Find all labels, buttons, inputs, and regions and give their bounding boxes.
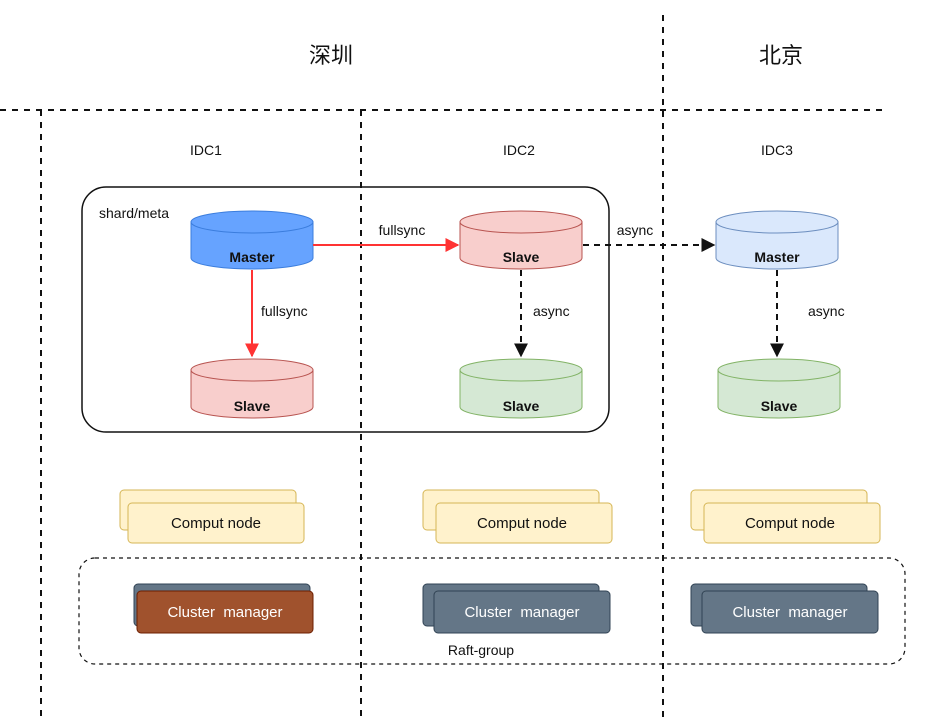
region-label-shenzhen: 深圳 — [309, 43, 353, 68]
shard-meta-group — [81, 186, 610, 433]
edge-label-fullsync-vertical: fullsync — [261, 303, 308, 319]
edge-label-async-horizontal: async — [617, 222, 654, 238]
compute-node-idc1: Comput node — [119, 489, 305, 544]
idc1-master-db: Master — [190, 210, 314, 270]
shard-meta-label: shard/meta — [99, 205, 169, 221]
idc1-slave-label: Slave — [234, 398, 271, 414]
idc1-label: IDC1 — [190, 142, 222, 158]
idc3-label: IDC3 — [761, 142, 793, 158]
compute-node-idc3: Comput node — [690, 489, 881, 544]
cluster-manager-idc2: Cluster manager — [422, 583, 611, 634]
idc2-slave-top-label: Slave — [503, 249, 540, 265]
idc3-master-db: Master — [715, 210, 839, 270]
cluster-manager-idc1-label: Cluster manager — [167, 604, 282, 621]
cluster-manager-idc3: Cluster manager — [690, 583, 879, 634]
compute-node-idc3-label: Comput node — [745, 515, 835, 532]
idc2-slave-bottom-label: Slave — [503, 398, 540, 414]
edge-label-async-idc3: async — [808, 303, 845, 319]
compute-node-idc1-label: Comput node — [171, 515, 261, 532]
idc1-slave-db: Slave — [190, 358, 314, 419]
idc2-label: IDC2 — [503, 142, 535, 158]
raft-group-label: Raft-group — [448, 642, 514, 658]
cluster-manager-idc2-label: Cluster manager — [464, 604, 579, 621]
idc2-slave-top-db: Slave — [459, 210, 583, 270]
idc3-slave-label: Slave — [761, 398, 798, 414]
edge-label-fullsync-horizontal: fullsync — [379, 222, 426, 238]
raft-group-box — [78, 557, 906, 665]
idc3-slave-db: Slave — [717, 358, 841, 419]
idc1-master-label: Master — [229, 249, 275, 265]
region-label-beijing: 北京 — [759, 43, 803, 68]
cluster-manager-idc1: Cluster manager — [133, 583, 314, 634]
compute-node-idc2: Comput node — [422, 489, 613, 544]
edge-label-async-idc2: async — [533, 303, 570, 319]
compute-node-idc2-label: Comput node — [477, 515, 567, 532]
cluster-manager-idc3-label: Cluster manager — [732, 604, 847, 621]
idc2-slave-bottom-db: Slave — [459, 358, 583, 419]
idc3-master-label: Master — [754, 249, 800, 265]
